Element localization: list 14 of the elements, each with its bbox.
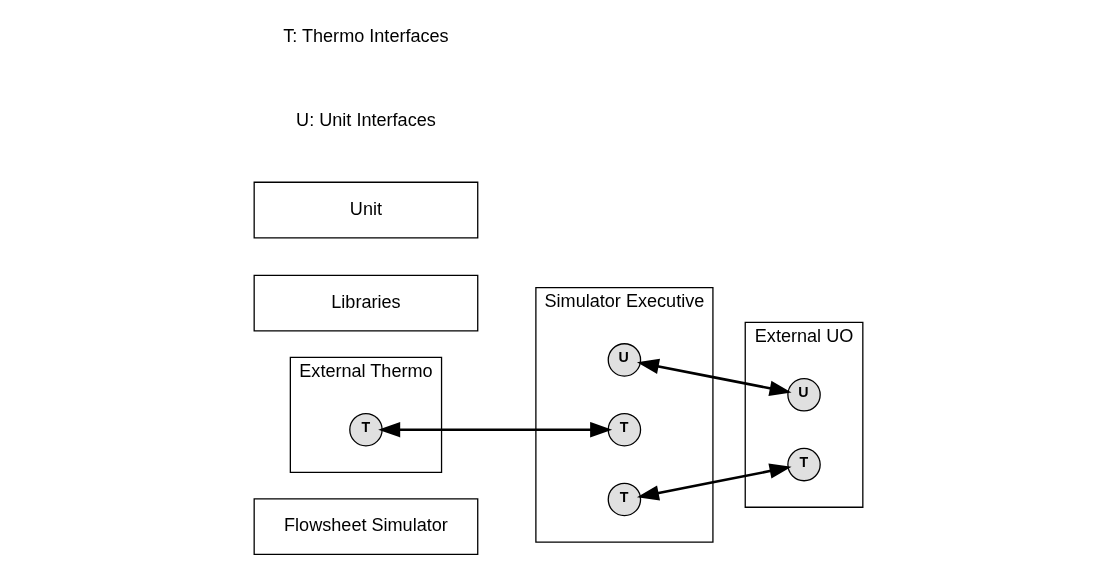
node-circle: U: [787, 378, 821, 412]
node-circle: T: [787, 447, 821, 482]
arrow: [636, 358, 792, 396]
node-circle: T: [349, 412, 383, 447]
node-circle: T: [607, 482, 642, 517]
node-box: Unit: [253, 181, 479, 239]
arrow: [636, 463, 792, 501]
label: T: Thermo Interfaces: [283, 25, 449, 46]
label: U: Unit Interfaces: [296, 109, 436, 130]
node-box: Flowsheet Simulator: [253, 498, 479, 556]
arrow: [378, 422, 613, 438]
node-circle: U: [607, 343, 642, 377]
node-circle: T: [607, 412, 642, 447]
node-box: Libraries: [253, 274, 479, 332]
